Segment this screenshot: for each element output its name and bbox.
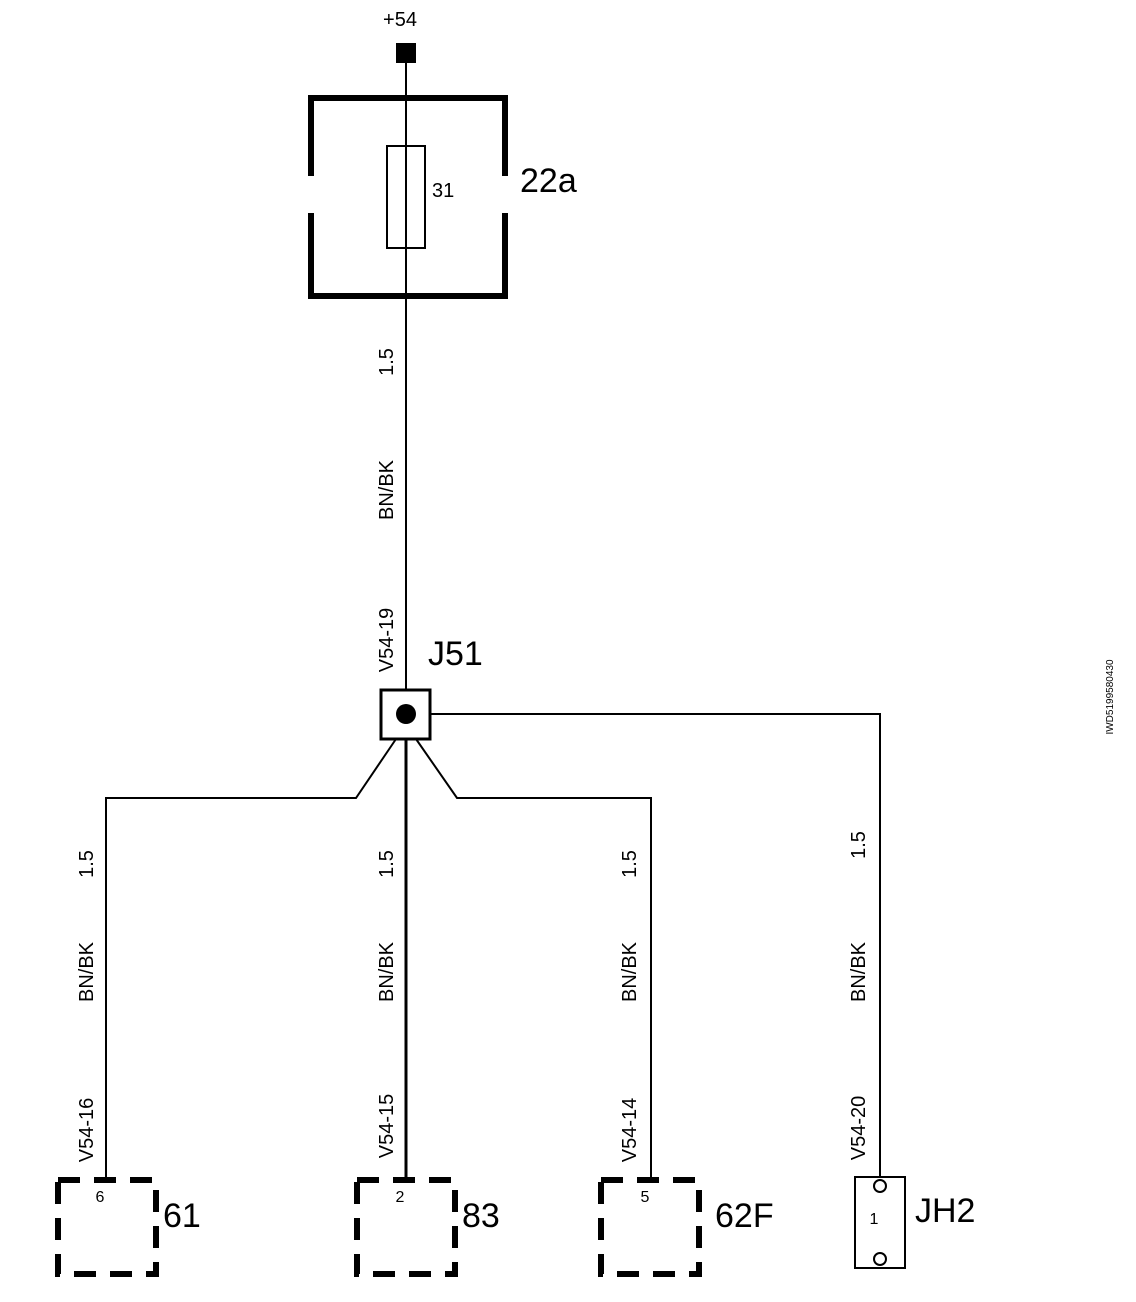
branch-62f-size: 1.5 bbox=[619, 850, 641, 878]
branch-wire-62f bbox=[415, 738, 652, 1177]
component-61-pin: 6 bbox=[96, 1189, 105, 1206]
fuse-number: 31 bbox=[432, 180, 454, 202]
branch-61-terminal: V54-16 bbox=[76, 1098, 98, 1163]
branch-83-size: 1.5 bbox=[376, 850, 398, 878]
component-61: 6 61 bbox=[55, 1177, 201, 1277]
branch-62f-terminal: V54-14 bbox=[619, 1098, 641, 1163]
branch-61-color: BN/BK bbox=[76, 941, 98, 1002]
branch-83-color: BN/BK bbox=[376, 941, 398, 1002]
component-62f-pin: 5 bbox=[641, 1189, 650, 1206]
main-wire-size: 1.5 bbox=[376, 348, 398, 376]
main-wire-color: BN/BK bbox=[376, 459, 398, 520]
supply-terminal bbox=[396, 43, 416, 63]
component-83-label: 83 bbox=[462, 1197, 500, 1235]
component-62f-label: 62F bbox=[715, 1197, 774, 1235]
branch-jh2-size: 1.5 bbox=[848, 831, 870, 859]
fuse-box-22a: 31 22a bbox=[308, 95, 577, 299]
component-83-pin: 2 bbox=[396, 1189, 405, 1206]
junction-label: J51 bbox=[428, 635, 483, 673]
junction-node bbox=[396, 704, 416, 724]
branch-jh2-color: BN/BK bbox=[848, 941, 870, 1002]
branch-jh2-terminal: V54-20 bbox=[848, 1096, 870, 1161]
branch-wire-61 bbox=[105, 738, 397, 1177]
component-62f: 5 62F bbox=[598, 1177, 774, 1277]
component-jh2: 1 JH2 bbox=[854, 1176, 975, 1269]
component-jh2-pin: 1 bbox=[870, 1211, 879, 1228]
branch-83-terminal: V54-15 bbox=[376, 1094, 398, 1159]
component-61-label: 61 bbox=[163, 1197, 201, 1235]
diagram-code: IWD5199580430 bbox=[1105, 659, 1116, 734]
fuse-box-label: 22a bbox=[520, 162, 577, 200]
branch-61-size: 1.5 bbox=[76, 850, 98, 878]
supply-label: +54 bbox=[383, 9, 417, 31]
junction-j51: J51 bbox=[379, 635, 483, 741]
branch-wire-jh2 bbox=[430, 713, 881, 1177]
branch-62f-color: BN/BK bbox=[619, 941, 641, 1002]
component-83: 2 83 bbox=[354, 1177, 500, 1277]
jh2-top-contact bbox=[873, 1179, 887, 1193]
component-jh2-label: JH2 bbox=[915, 1192, 975, 1230]
jh2-bottom-contact bbox=[873, 1252, 887, 1266]
main-wire-terminal: V54-19 bbox=[376, 608, 398, 673]
